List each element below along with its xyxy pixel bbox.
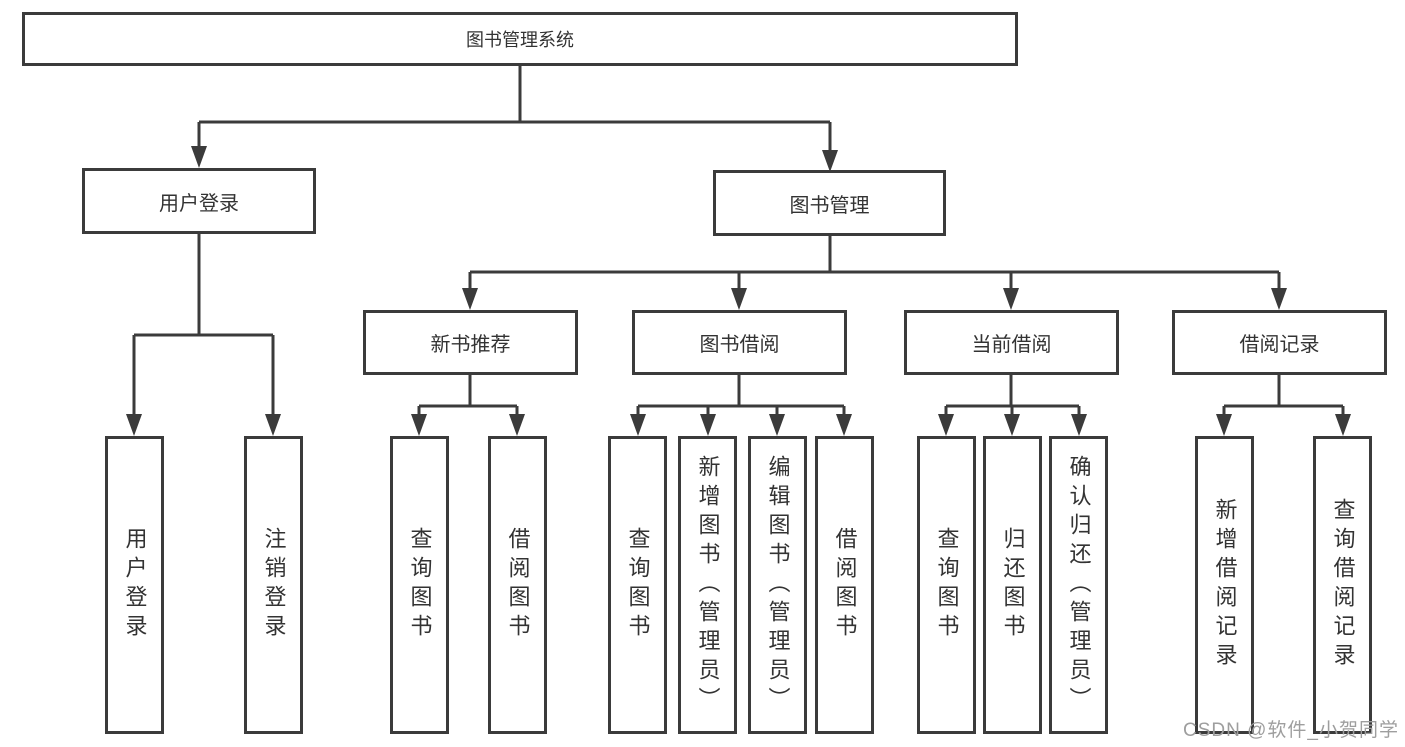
leaf-borrow-books-recommend: 借阅图书 <box>488 436 547 734</box>
leaf-query-books-borrow: 查询图书 <box>608 436 667 734</box>
node-book-management-module: 图书管理 <box>713 170 946 236</box>
leaf-edit-books-admin: 编辑图书（管理员） <box>748 436 807 734</box>
leaf-query-borrow-record: 查询借阅记录 <box>1313 436 1372 734</box>
node-root-library-system: 图书管理系统 <box>22 12 1018 66</box>
leaf-query-books-recommend: 查询图书 <box>390 436 449 734</box>
leaf-logout: 注销登录 <box>244 436 303 734</box>
leaf-user-login: 用户登录 <box>105 436 164 734</box>
node-current-borrow: 当前借阅 <box>904 310 1119 375</box>
leaf-add-borrow-record: 新增借阅记录 <box>1195 436 1254 734</box>
leaf-query-books-current: 查询图书 <box>917 436 976 734</box>
csdn-watermark: CSDN @软件_小贺同学 <box>1183 720 1399 741</box>
node-book-borrow: 图书借阅 <box>632 310 847 375</box>
leaf-confirm-return-admin: 确认归还（管理员） <box>1049 436 1108 734</box>
leaf-add-books-admin: 新增图书（管理员） <box>678 436 737 734</box>
leaf-return-books: 归还图书 <box>983 436 1042 734</box>
node-borrow-record: 借阅记录 <box>1172 310 1387 375</box>
node-new-book-recommend: 新书推荐 <box>363 310 578 375</box>
node-user-login-module: 用户登录 <box>82 168 316 234</box>
leaf-borrow-books: 借阅图书 <box>815 436 874 734</box>
